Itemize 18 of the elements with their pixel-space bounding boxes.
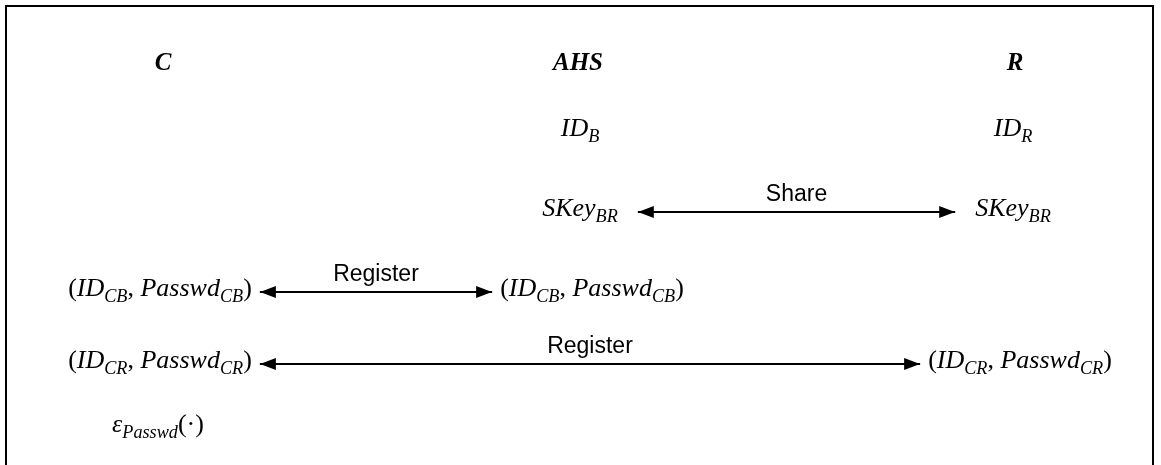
formula-text: SKey$_{BR}$ (975, 192, 1051, 232)
edge-label: Share (765, 180, 828, 206)
double-headed-arrow (258, 286, 494, 298)
formula-text: SKey$_{BR}$ (542, 192, 618, 232)
edge-label: Register (547, 332, 633, 358)
formula-text: (ID$_{CB}$, Passwd$_{CB}$) (68, 272, 252, 312)
formula-text: ID$_{R}$ (993, 112, 1033, 152)
party-heading: R (1006, 47, 1024, 77)
formula-text: (ID$_{CR}$, Passwd$_{CR}$) (928, 344, 1112, 384)
double-headed-arrow (258, 358, 922, 370)
party-heading: C (154, 47, 172, 77)
double-headed-arrow (636, 206, 957, 218)
formula-text: ε$_{Passwd}$(·) (112, 408, 204, 448)
edge-label: Register (333, 260, 419, 286)
formula-text: (ID$_{CB}$, Passwd$_{CB}$) (500, 272, 684, 312)
formula-text: ID$_{B}$ (560, 112, 600, 152)
formula-text: (ID$_{CR}$, Passwd$_{CR}$) (68, 344, 252, 384)
party-heading: AHS (553, 47, 603, 77)
